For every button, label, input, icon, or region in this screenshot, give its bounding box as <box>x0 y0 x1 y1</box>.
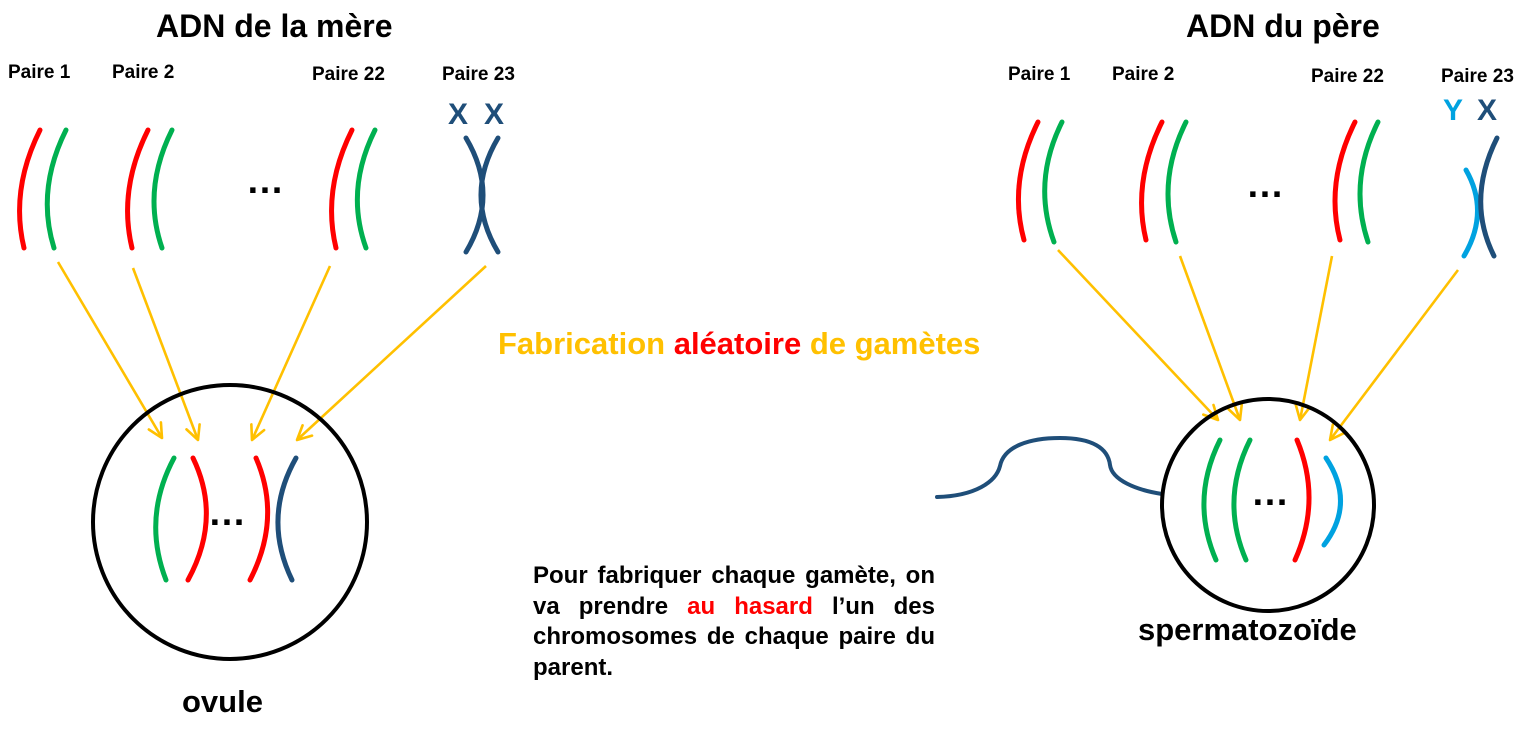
father-pair-23 <box>1461 135 1500 259</box>
father-title: ADN du père <box>1186 8 1380 44</box>
father-arrows <box>1057 249 1460 442</box>
explanation-highlight: au hasard <box>687 592 813 620</box>
sperm-head-circle <box>1160 397 1376 613</box>
ovule-circle <box>91 383 369 661</box>
sperm-ellipsis: … <box>1251 472 1290 514</box>
father-pair-22 <box>1332 119 1381 245</box>
mother-ellipsis: … <box>246 160 285 202</box>
mother-x-chromosome-label: X <box>484 98 505 131</box>
headline-part-1: Fabrication <box>498 326 674 361</box>
mother-title: ADN de la mère <box>156 8 393 44</box>
mother-pair-23 <box>463 135 501 255</box>
explanation-part-2: l’un des chromosomes de chaque paire du … <box>533 592 935 681</box>
mother-pair-2-label: Paire 2 <box>112 62 175 83</box>
sperm-tail <box>935 435 1164 499</box>
ovule-chromosomes <box>153 455 299 583</box>
father-x-chromosome-label: X <box>1477 94 1498 127</box>
explanation-part-1: Pour fabriquer chaque gamète, on va pren… <box>533 562 935 620</box>
father-pair-22-label: Paire 22 <box>1311 66 1384 87</box>
father-ellipsis: … <box>1246 164 1285 206</box>
father-pair-1 <box>1015 119 1065 245</box>
sperm-chromosomes <box>1201 437 1343 563</box>
mother-x-chromosome-label: X <box>448 98 469 131</box>
mother-pair-22 <box>329 127 378 251</box>
mother-pair-1-label: Paire 1 <box>8 62 71 83</box>
headline: Fabrication aléatoire de gamètes <box>498 326 980 362</box>
mother-pair-22-label: Paire 22 <box>312 64 385 85</box>
ovule-label: ovule <box>182 684 263 719</box>
ovule-ellipsis: … <box>208 492 247 534</box>
father-pair-2 <box>1139 119 1189 245</box>
father-pair-23-label: Paire 23 <box>1441 66 1514 87</box>
father-pair-2-label: Paire 2 <box>1112 64 1175 85</box>
mother-pair-23-label: Paire 23 <box>442 64 515 85</box>
mother-pair-1 <box>17 127 69 251</box>
mother-pair-2 <box>125 127 175 251</box>
spermatozoid-label: spermatozoïde <box>1138 612 1357 647</box>
father-y-chromosome-label: Y <box>1443 94 1464 127</box>
mother-arrows <box>56 261 487 442</box>
headline-part-3: de gamètes <box>801 326 981 361</box>
headline-highlight: aléatoire <box>673 326 802 361</box>
father-pair-1-label: Paire 1 <box>1008 64 1071 85</box>
explanation-paragraph: Pour fabriquer chaque gamète, on va pren… <box>533 561 935 683</box>
